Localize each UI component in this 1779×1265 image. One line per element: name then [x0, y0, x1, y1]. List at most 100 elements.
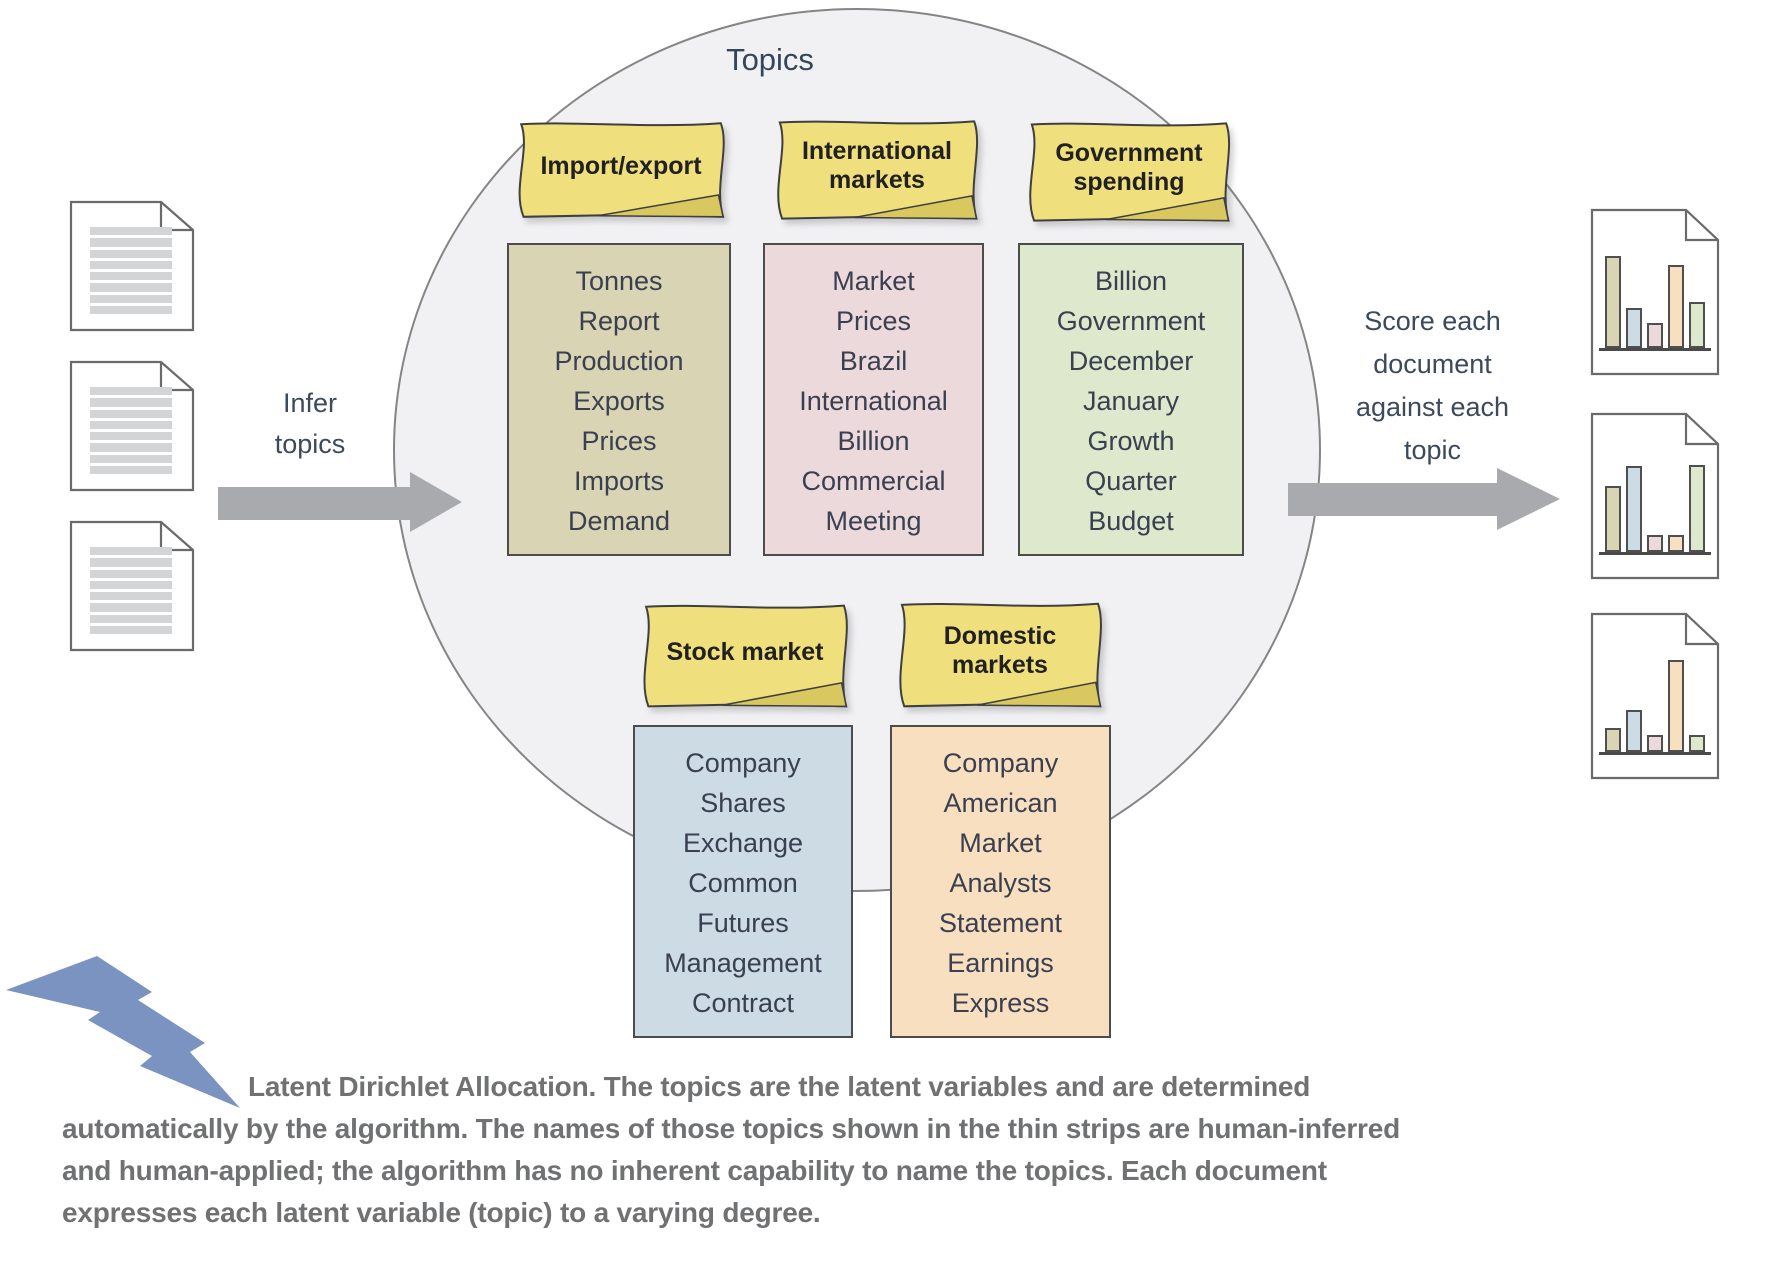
- topic-word: Exports: [573, 386, 665, 416]
- topic-word: Billion: [1094, 266, 1168, 296]
- lightning-bolt-icon: [6, 956, 240, 1108]
- document-icon: [69, 520, 195, 652]
- document-text-lines: [90, 547, 172, 637]
- bar-chart-document: [1590, 612, 1720, 780]
- infer-topics-label-line: Infer: [282, 388, 338, 418]
- topic-word: Prices: [835, 306, 911, 336]
- topic-word: International: [799, 386, 948, 416]
- topic-note-label: Domestic markets: [943, 622, 1057, 679]
- caption-line: and human-applied; the algorithm has no …: [62, 1155, 1327, 1186]
- topic-word: Exchange: [682, 828, 804, 858]
- chart-baseline: [1599, 348, 1711, 351]
- score-bar: [1668, 535, 1684, 552]
- score-bar: [1626, 465, 1642, 552]
- topic-wordbox-import-export: Tonnes Report Production Exports Prices …: [507, 243, 731, 556]
- document-page-icon: [1590, 208, 1720, 376]
- topic-wordbox-international-markets: Market Prices Brazil International Billi…: [763, 243, 984, 556]
- topic-word: Shares: [700, 788, 786, 818]
- chart-baseline: [1599, 552, 1711, 555]
- score-label: Score each document against each topic: [1325, 300, 1540, 472]
- chart-baseline: [1599, 752, 1711, 755]
- score-bar: [1668, 660, 1684, 752]
- score-bar: [1647, 535, 1663, 552]
- topic-score-chart: [1599, 460, 1711, 555]
- infer-topics-label: Infer topics: [230, 383, 390, 465]
- topic-word: Prices: [581, 426, 657, 456]
- score-label-line: Score each: [1364, 306, 1501, 336]
- topic-word: Futures: [697, 908, 789, 938]
- document-icon: [69, 360, 195, 492]
- document-text-lines: [90, 227, 172, 317]
- topic-word: Company: [685, 748, 801, 778]
- infer-arrow: [218, 472, 462, 532]
- topic-word: Brazil: [839, 346, 908, 376]
- score-bar: [1605, 728, 1621, 752]
- document-page-icon: [1590, 412, 1720, 580]
- topic-note-stock-market: Stock market: [630, 600, 860, 712]
- topic-note-import-export: Import/export: [505, 118, 737, 222]
- score-bar: [1647, 735, 1663, 752]
- topic-note-government-spending: Government spending: [1016, 118, 1242, 226]
- sticky-note-icon: [630, 600, 860, 712]
- sticky-note-icon: [1016, 118, 1242, 226]
- sticky-note-icon: [886, 598, 1114, 712]
- topic-word: Analysts: [949, 868, 1052, 898]
- topic-word: Market: [959, 828, 1042, 858]
- score-bar: [1647, 323, 1663, 348]
- topic-word: Meeting: [825, 506, 922, 536]
- topic-word: Report: [578, 306, 660, 336]
- document-text-lines: [90, 387, 172, 477]
- score-label-line: document: [1373, 349, 1492, 379]
- topic-word: Imports: [573, 466, 665, 496]
- topic-note-label: International markets: [801, 137, 952, 194]
- document-icon: [69, 200, 195, 332]
- score-bar: [1626, 709, 1642, 752]
- score-bar: [1626, 308, 1642, 348]
- topic-word: December: [1068, 346, 1194, 376]
- topic-wordbox-government-spending: Billion Government December January Grow…: [1018, 243, 1244, 556]
- document-page-icon: [1590, 612, 1720, 780]
- topic-word: Market: [832, 266, 915, 296]
- topic-word: Contract: [691, 988, 795, 1018]
- topic-word: Government: [1056, 306, 1206, 336]
- score-bar: [1689, 464, 1705, 552]
- topic-word: Express: [951, 988, 1050, 1018]
- score-bar: [1689, 302, 1705, 348]
- topics-circle-title: Topics: [726, 42, 814, 77]
- score-label-line: against each: [1355, 392, 1510, 422]
- score-bar: [1605, 485, 1621, 552]
- score-arrow: [1288, 468, 1560, 530]
- topic-word: Company: [942, 748, 1059, 778]
- bar-chart-document: [1590, 208, 1720, 376]
- topic-word: American: [943, 788, 1058, 818]
- caption-line: automatically by the algorithm. The name…: [62, 1113, 1401, 1144]
- topic-word: Common: [688, 868, 798, 898]
- topic-word: Budget: [1088, 506, 1174, 536]
- topic-word: Demand: [567, 506, 671, 536]
- caption-line: expresses each latent variable (topic) t…: [62, 1197, 821, 1228]
- topic-note-domestic-markets: Domestic markets: [886, 598, 1114, 712]
- caption-line: Latent Dirichlet Allocation. The topics …: [248, 1071, 1311, 1102]
- topic-score-chart: [1599, 256, 1711, 351]
- topic-word: Billion: [837, 426, 910, 456]
- score-bar: [1605, 256, 1621, 348]
- topic-word: Earnings: [947, 948, 1054, 978]
- score-bar: [1689, 735, 1705, 752]
- figure-caption: Latent Dirichlet Allocation. The topics …: [62, 1066, 1552, 1234]
- topic-word: Commercial: [801, 466, 946, 496]
- topic-note-label: Stock market: [666, 637, 824, 666]
- topic-score-chart: [1599, 660, 1711, 755]
- infer-topics-label-line: topics: [274, 429, 346, 459]
- topic-note-label: Government spending: [1055, 139, 1203, 196]
- score-bar: [1668, 265, 1684, 348]
- topic-word: Growth: [1087, 426, 1175, 456]
- topic-note-label: Import/export: [540, 151, 702, 180]
- topic-word: Production: [554, 346, 684, 376]
- topic-word: Statement: [938, 908, 1063, 938]
- sticky-note-icon: [764, 116, 990, 224]
- topic-word: January: [1082, 386, 1180, 416]
- score-label-line: topic: [1403, 435, 1462, 465]
- topic-wordbox-domestic-markets: Company American Market Analysts Stateme…: [890, 725, 1111, 1038]
- sticky-note-icon: [505, 118, 737, 222]
